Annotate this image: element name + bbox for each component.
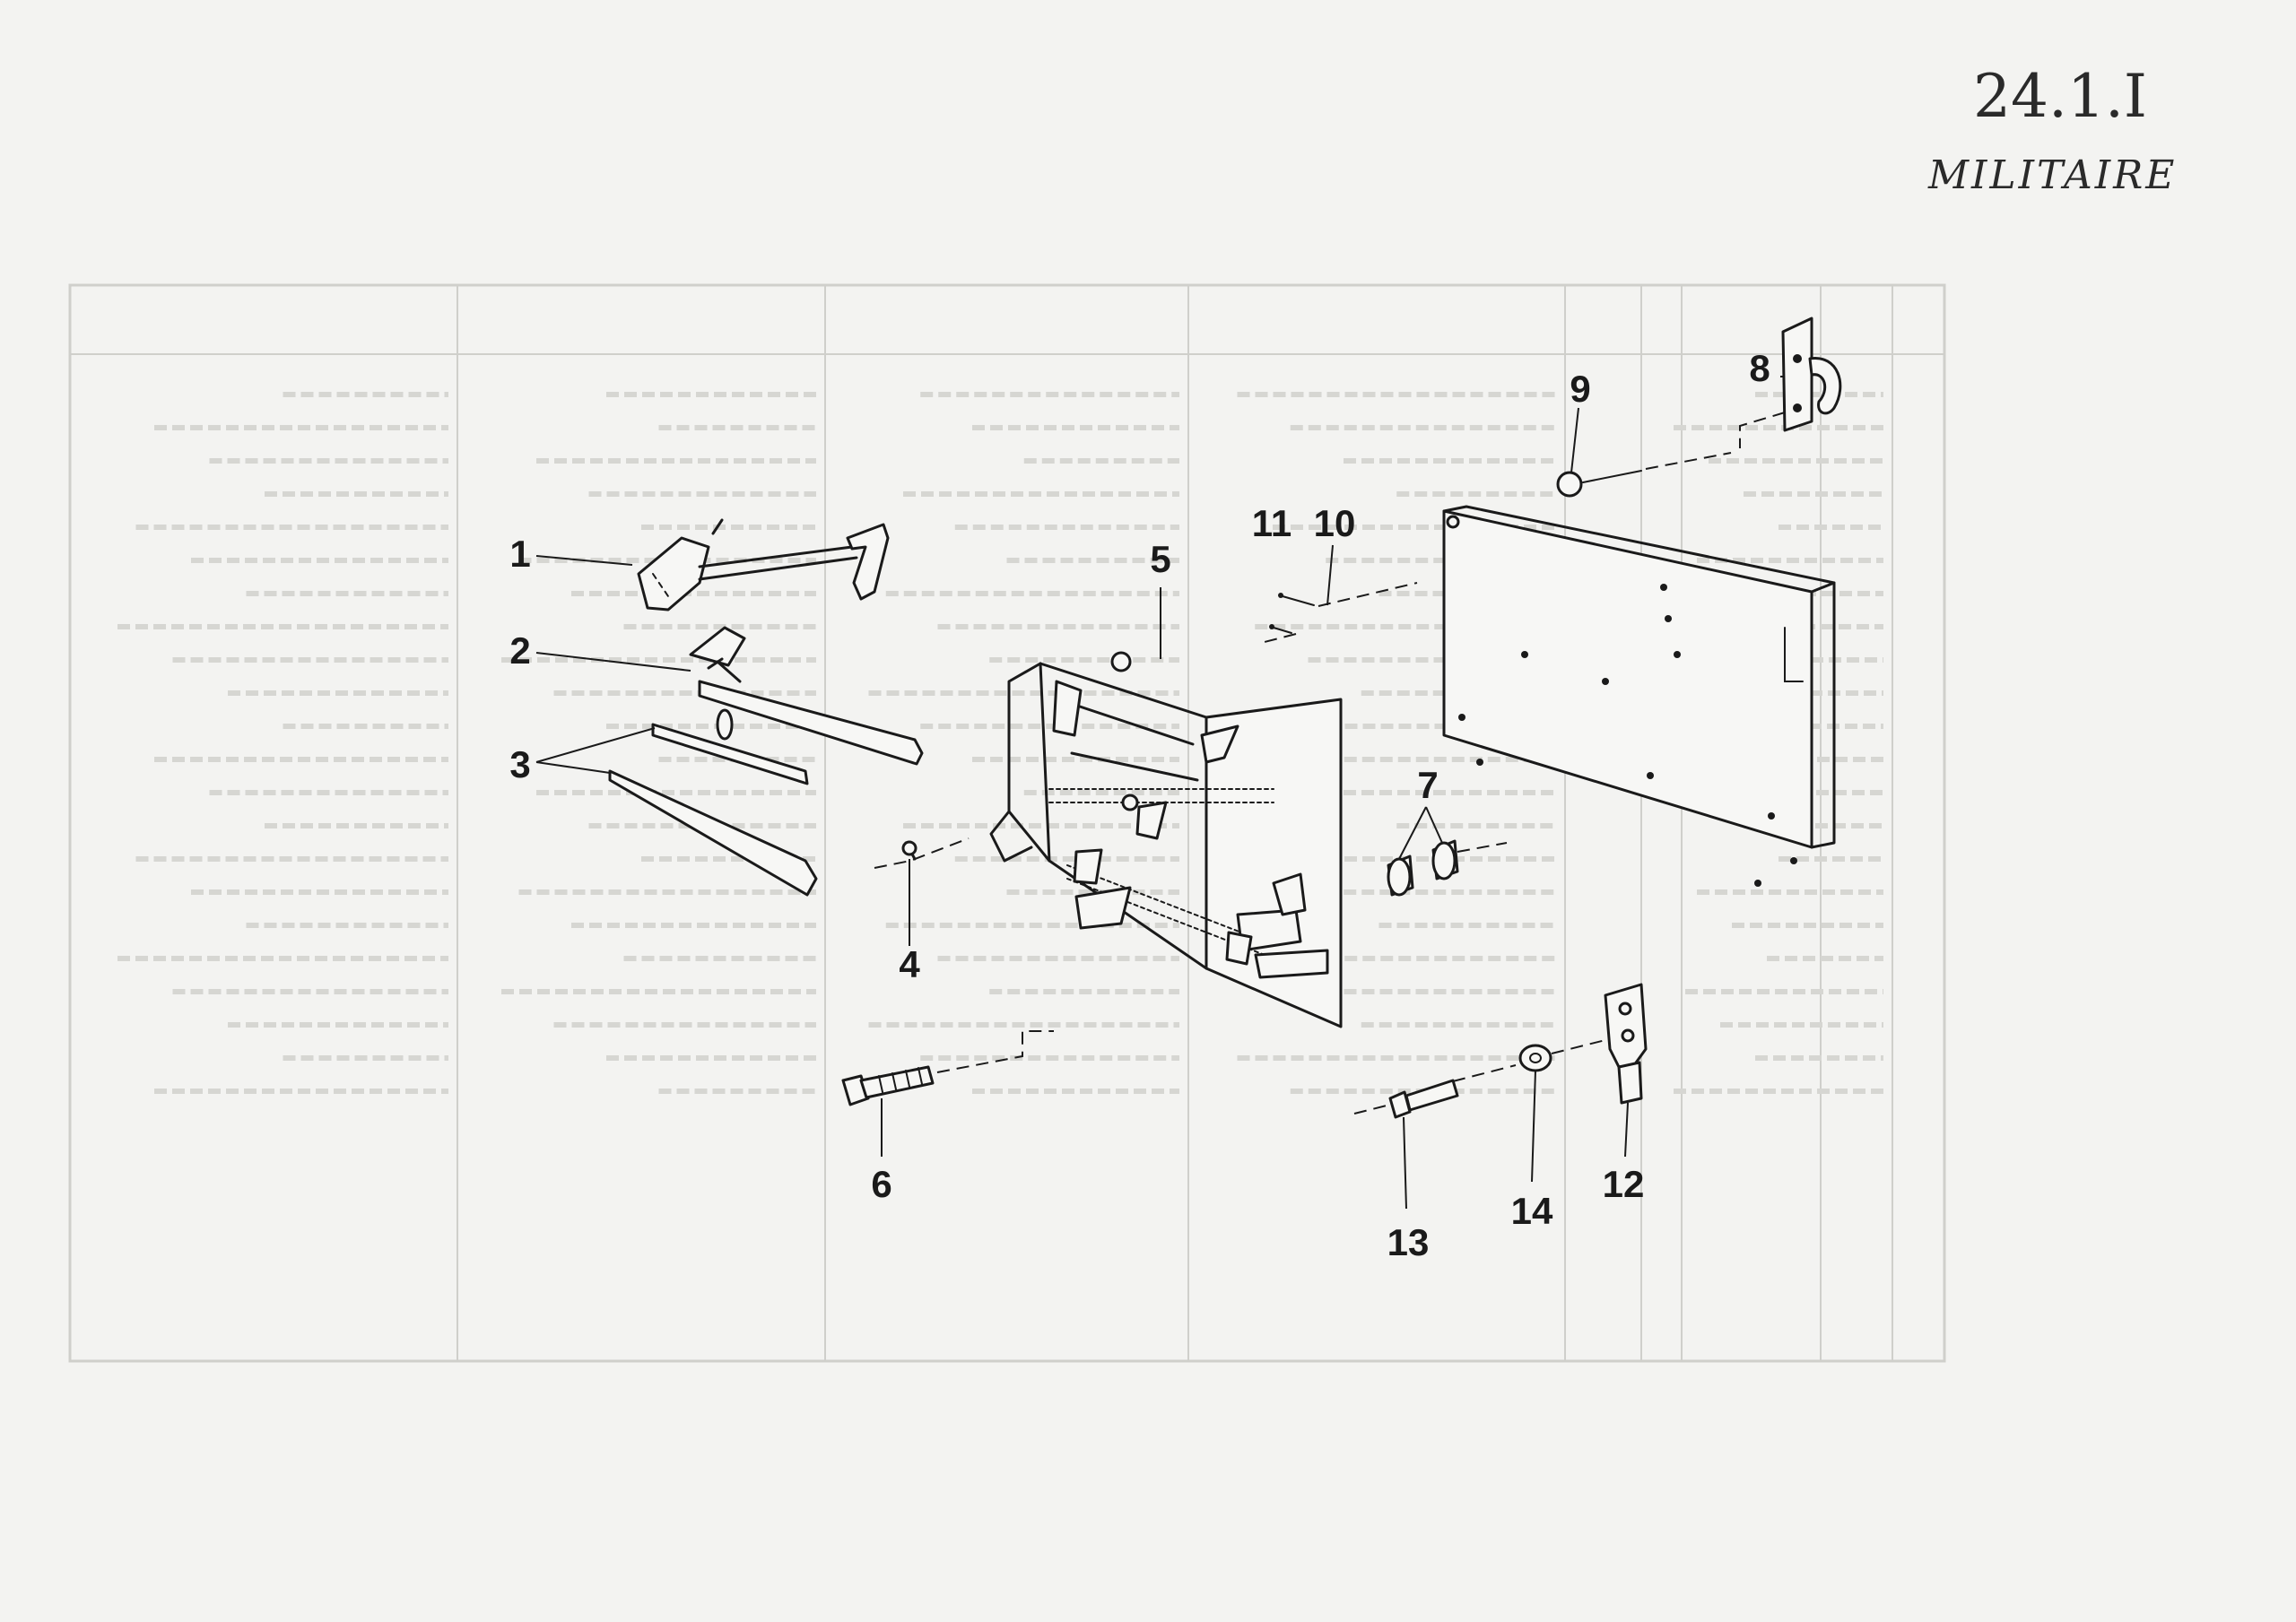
callout-8: 8 (1749, 347, 1770, 389)
washer-part-14 (1452, 1039, 1606, 1082)
bumpers-part-7 (1387, 839, 1508, 897)
callout-14: 14 (1511, 1190, 1553, 1232)
spare-wheel-carrier-part (989, 651, 1343, 1028)
callout-4: 4 (899, 943, 920, 985)
callout-13: 13 (1387, 1221, 1430, 1263)
screw-part-13 (1353, 1079, 1459, 1119)
callout-5: 5 (1150, 538, 1170, 580)
bleed-through-table (68, 283, 1946, 1363)
callout-1: 1 (509, 533, 530, 575)
callout-numbers: 1 2 3 4 5 6 7 8 9 10 11 12 13 14 (509, 347, 1770, 1263)
tool-handles-part (608, 708, 818, 897)
rivets-part-10-11 (1264, 582, 1418, 643)
callout-10: 10 (1314, 502, 1356, 544)
version-label: MILITAIRE (1927, 152, 2177, 198)
bracket-part-12 (1604, 983, 1648, 1105)
callout-12: 12 (1603, 1163, 1645, 1205)
washer-screw-part-9 (1556, 452, 1732, 498)
pickaxe-part (689, 626, 924, 766)
callout-7: 7 (1417, 764, 1438, 806)
leader-lines (535, 376, 1785, 1210)
callout-2: 2 (509, 629, 530, 672)
callout-6: 6 (871, 1163, 891, 1205)
mounting-plate-part (1442, 505, 1836, 887)
hook-part-8 (1739, 317, 1842, 448)
callout-9: 9 (1570, 368, 1590, 410)
screw-part-4 (874, 837, 970, 869)
shovel-part (637, 518, 890, 612)
callout-11: 11 (1252, 502, 1292, 544)
reference-label: 24.1.I (1973, 62, 2147, 131)
callout-3: 3 (509, 743, 530, 785)
bolt-part-6 (841, 1030, 1054, 1106)
